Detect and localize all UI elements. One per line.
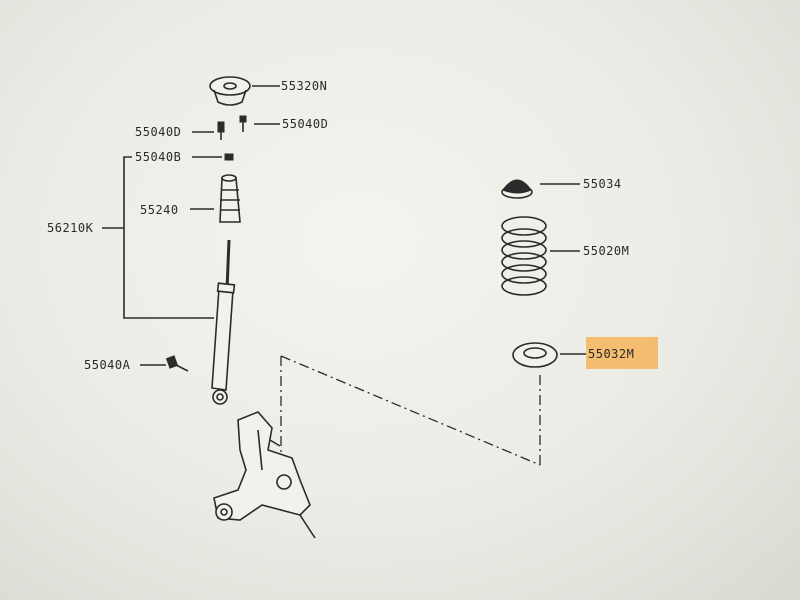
label-spring: 55020M <box>583 244 630 258</box>
spring-seat-part <box>512 342 558 368</box>
label-bolt-right: 55040D <box>282 117 329 131</box>
label-bumper: 55240 <box>140 203 179 217</box>
label-seat: 55032M <box>588 347 635 361</box>
bolt-left-part <box>217 121 225 140</box>
spring-cap-part <box>501 179 533 199</box>
assembly-bracket <box>123 156 214 319</box>
coil-spring-part <box>501 216 547 296</box>
bolt-right-part <box>239 115 247 132</box>
bump-stop-part <box>219 174 241 223</box>
label-lower-bolt: 55040A <box>84 358 131 372</box>
label-spring-cap: 55034 <box>583 177 622 191</box>
knuckle-arm-part <box>213 411 316 539</box>
alignment-lines <box>280 355 541 466</box>
nut-part <box>224 153 234 161</box>
label-assembly: 56210K <box>47 221 94 235</box>
highlight-seat-label <box>586 337 658 369</box>
lower-bolt-part <box>165 355 189 372</box>
label-bolt-left: 55040D <box>135 125 182 139</box>
shock-absorber-part <box>211 239 236 405</box>
strut-mount-part <box>209 76 251 106</box>
label-mount: 55320N <box>281 79 328 93</box>
label-nut: 55040B <box>135 150 182 164</box>
